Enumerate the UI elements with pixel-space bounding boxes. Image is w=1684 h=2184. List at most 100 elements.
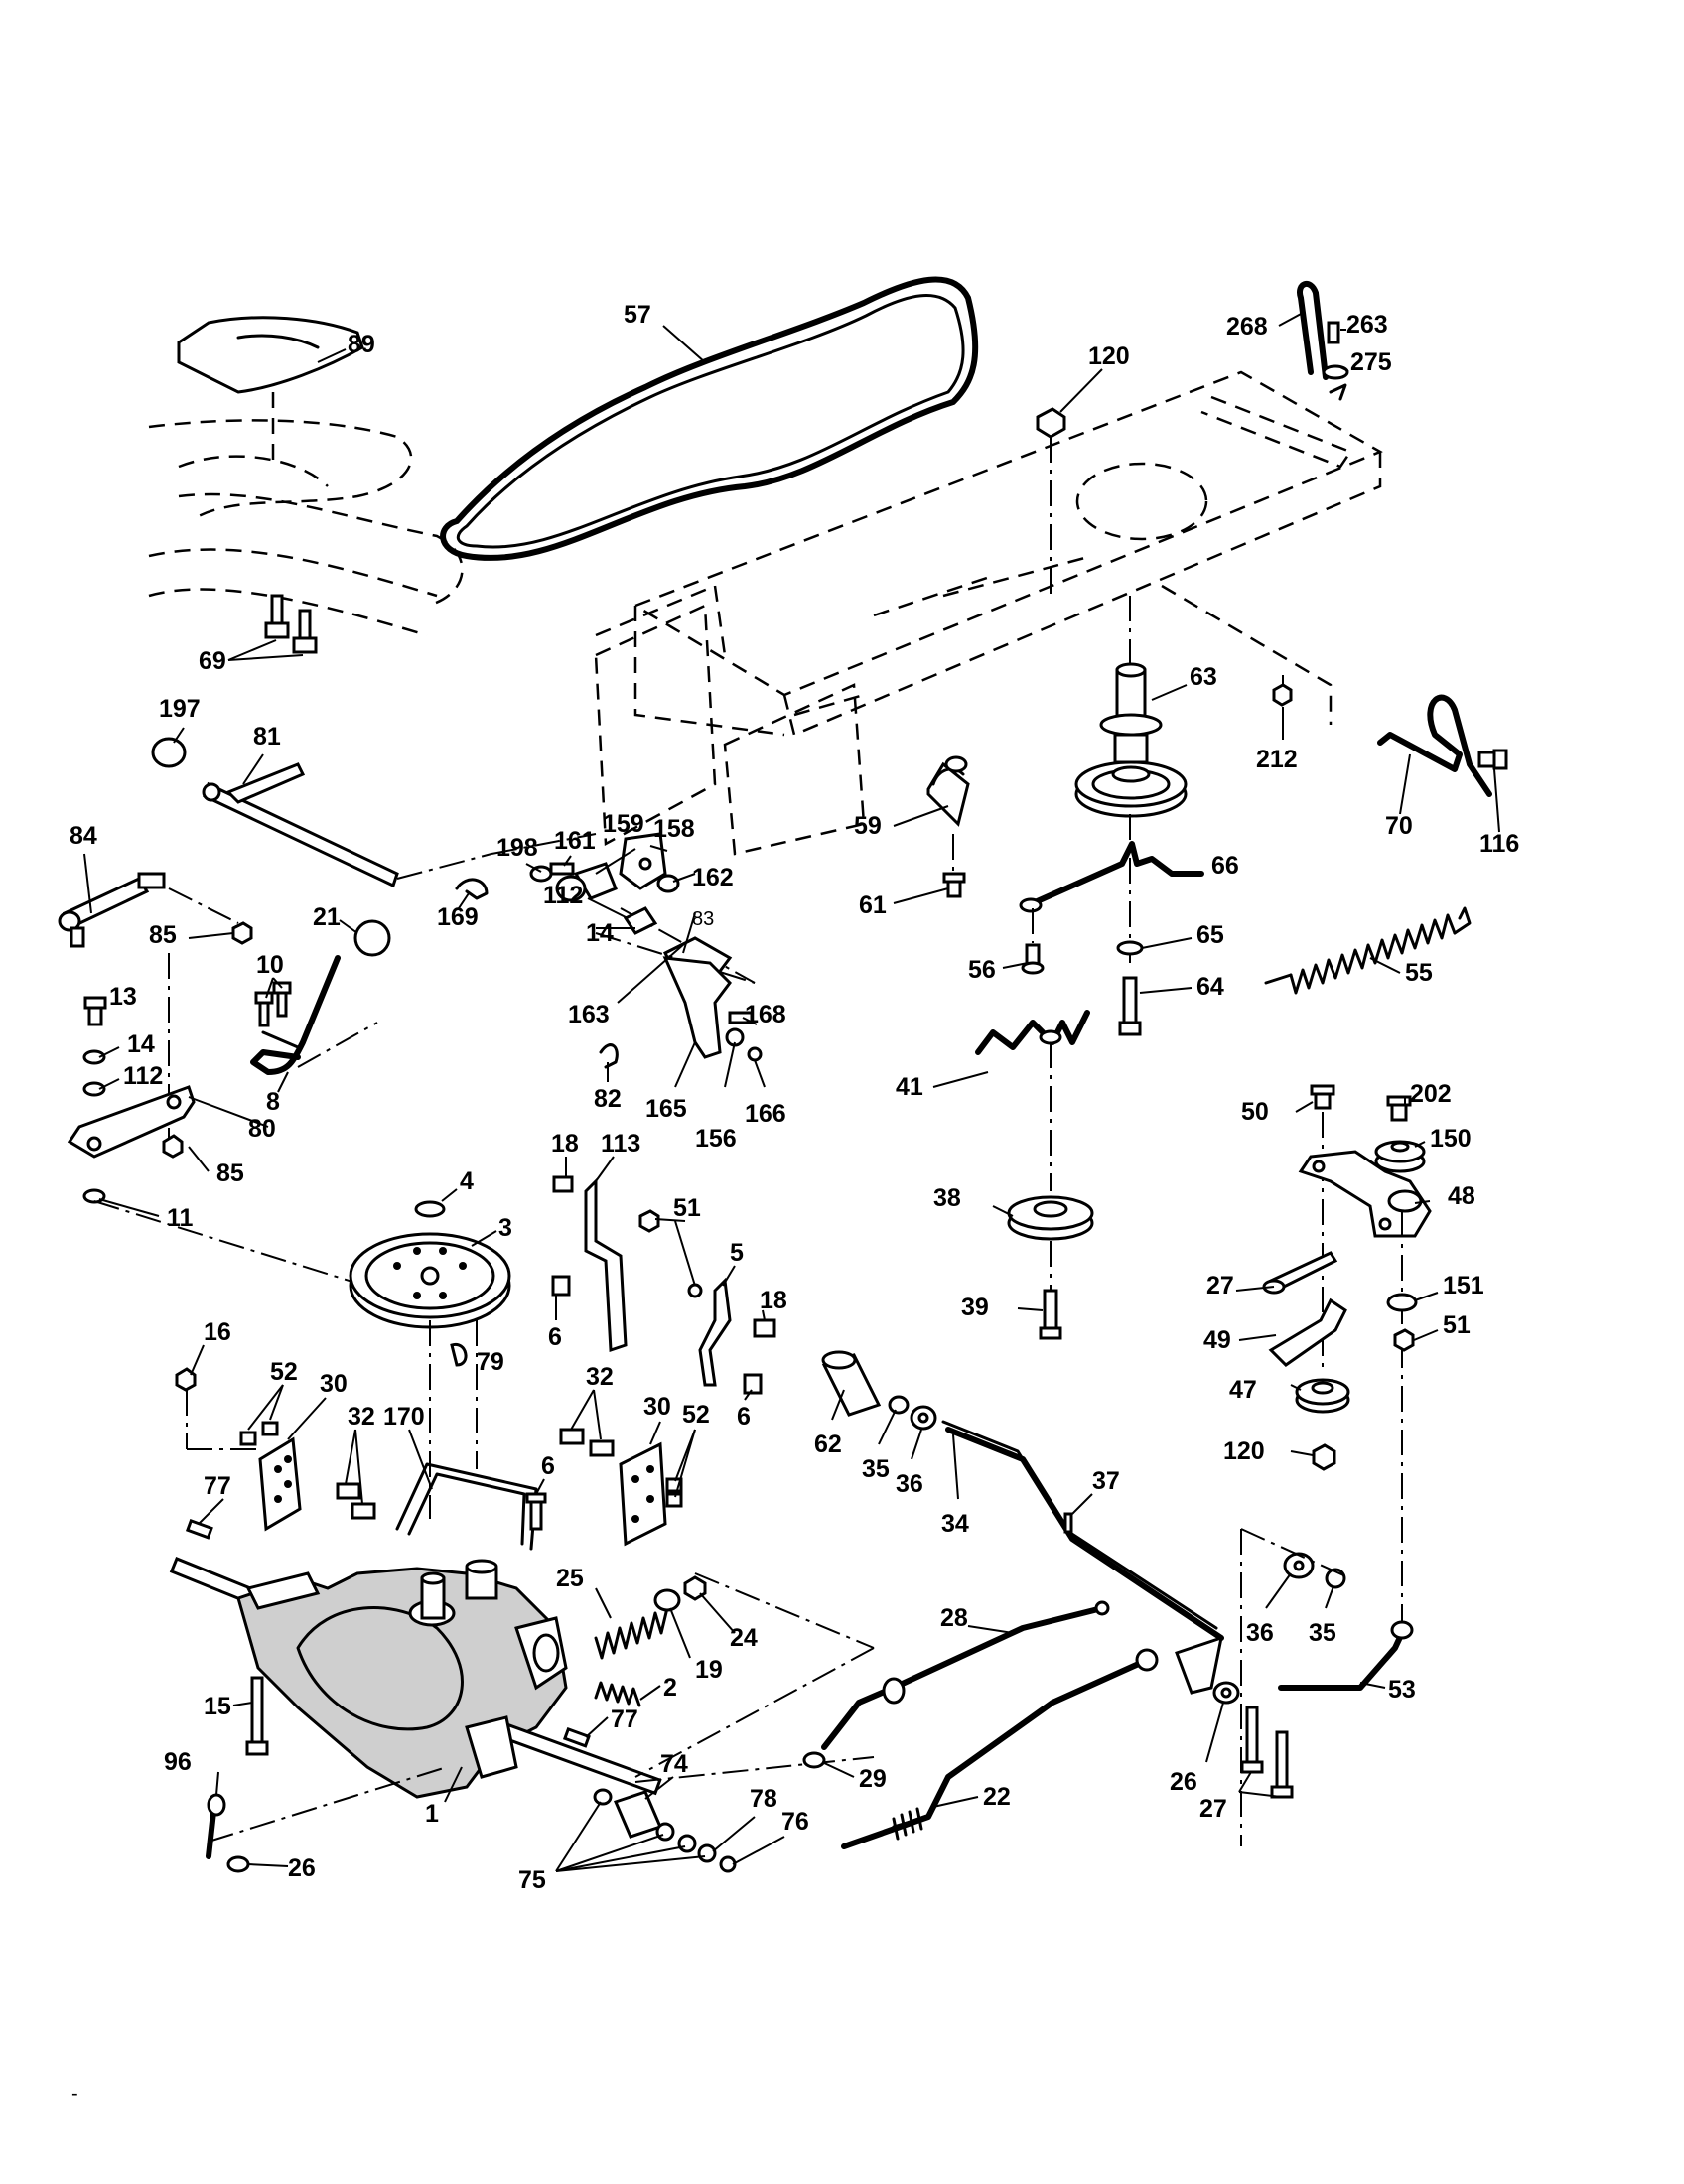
callout-63: 63	[1190, 663, 1217, 691]
callout-30: 30	[643, 1393, 671, 1421]
callout-75: 75	[518, 1866, 546, 1894]
callout-14: 14	[127, 1030, 155, 1058]
part-10-screws	[254, 981, 292, 1027]
callout-57: 57	[624, 301, 651, 329]
part-63-pulley-assembly	[1074, 596, 1188, 963]
callout-263: 263	[1346, 311, 1388, 339]
callout-26: 26	[288, 1854, 316, 1882]
part-84-lever	[58, 872, 239, 1152]
callout-82: 82	[594, 1085, 622, 1113]
callout-15: 15	[204, 1693, 231, 1720]
part-89-pedal-pad	[177, 316, 364, 467]
callout-53: 53	[1388, 1676, 1416, 1704]
part-16-nut	[175, 1367, 258, 1450]
callout-4: 4	[460, 1167, 474, 1195]
callout-62: 62	[814, 1431, 842, 1458]
callout-10: 10	[256, 951, 284, 979]
callout-85: 85	[149, 921, 177, 949]
callout-8: 8	[266, 1088, 280, 1116]
part-22-rod	[841, 1648, 1159, 1849]
callout-59: 59	[854, 812, 882, 840]
callout-61: 61	[859, 891, 887, 919]
callout-52: 52	[270, 1358, 298, 1386]
part-48-bracket	[1262, 1084, 1432, 1628]
callout-29: 29	[859, 1765, 887, 1793]
part-66-idler-arm	[1019, 841, 1204, 913]
callout-19: 19	[695, 1656, 723, 1684]
callout-6: 6	[541, 1452, 555, 1480]
callout-5: 5	[730, 1239, 744, 1267]
callout-34: 34	[941, 1510, 969, 1538]
part-15-bolt	[245, 1676, 269, 1756]
callout-18: 18	[551, 1130, 579, 1158]
leader-lines	[83, 312, 1500, 1872]
callout-116: 116	[1479, 830, 1519, 858]
part-2-spring	[594, 1681, 641, 1707]
part-5-bracket	[698, 1277, 776, 1395]
part-25-spring	[594, 1606, 669, 1660]
callout-165: 165	[645, 1095, 687, 1123]
stray-mark: -	[71, 2083, 78, 2105]
part-80-bracket	[67, 996, 478, 1469]
part-30-bracket-right	[559, 1428, 683, 1547]
callout-47: 47	[1229, 1376, 1257, 1404]
callout-28: 28	[940, 1604, 968, 1632]
part-29-bushing	[802, 1751, 826, 1769]
callout-151: 151	[1443, 1272, 1484, 1299]
callout-64: 64	[1196, 973, 1224, 1001]
callout-36: 36	[896, 1470, 923, 1498]
callout-69: 69	[199, 647, 226, 675]
callout-32: 32	[348, 1403, 375, 1431]
callout-65: 65	[1196, 921, 1224, 949]
part-28-rod	[821, 1600, 1110, 1750]
callout-268: 268	[1226, 313, 1268, 341]
part-41-clip	[975, 1010, 1090, 1191]
part-120-nut-top	[1036, 407, 1066, 596]
part-27-bolts	[1240, 1706, 1294, 1799]
part-56-bolt	[1021, 908, 1045, 975]
callout-83: 83	[692, 908, 714, 930]
callout-13: 13	[109, 983, 137, 1011]
part-77-pins	[185, 1518, 591, 1748]
callout-77: 77	[611, 1706, 638, 1733]
callout-77: 77	[204, 1472, 231, 1500]
callout-49: 49	[1203, 1326, 1231, 1354]
callout-212: 212	[1256, 746, 1298, 773]
callout-35: 35	[862, 1455, 890, 1483]
part-81-cross-shaft	[151, 737, 492, 888]
callout-78: 78	[750, 1785, 777, 1813]
part-8-shift-lever	[250, 955, 378, 1075]
part-53-rod	[1278, 1620, 1414, 1691]
part-70-spring-rod	[1377, 694, 1508, 797]
callout-89: 89	[348, 331, 375, 358]
callout-2: 2	[663, 1674, 677, 1702]
callout-159: 159	[603, 810, 644, 838]
part-62-bushing	[821, 1350, 882, 1417]
callout-162: 162	[692, 864, 734, 891]
part-69-bolts	[264, 594, 318, 654]
part-6-bolt-c	[525, 1492, 547, 1531]
part-37-pin	[1063, 1512, 1073, 1534]
callout-55: 55	[1405, 959, 1433, 987]
callout-80: 80	[248, 1115, 276, 1143]
callout-16: 16	[204, 1318, 231, 1346]
part-59-bracket	[926, 755, 970, 898]
callout-74: 74	[660, 1750, 688, 1778]
part-268-spring-clip	[1297, 281, 1349, 401]
callout-22: 22	[983, 1783, 1011, 1811]
callout-38: 38	[933, 1184, 961, 1212]
callout-35: 35	[1309, 1619, 1336, 1647]
callout-113: 113	[601, 1130, 640, 1158]
callout-labels: 57 89 69 120 268 263 275 197 81 84 85 21…	[70, 301, 1519, 2105]
callout-36: 36	[1246, 1619, 1274, 1647]
callout-3: 3	[498, 1214, 512, 1242]
callout-50: 50	[1241, 1098, 1269, 1126]
callout-41: 41	[896, 1073, 923, 1101]
part-38-idler-pulley	[1007, 1195, 1094, 1340]
callout-27: 27	[1199, 1795, 1227, 1823]
callout-21: 21	[313, 903, 341, 931]
part-55-spring	[1264, 906, 1472, 995]
callout-32: 32	[586, 1363, 614, 1391]
callout-81: 81	[253, 723, 281, 751]
callout-202: 202	[1410, 1080, 1452, 1108]
